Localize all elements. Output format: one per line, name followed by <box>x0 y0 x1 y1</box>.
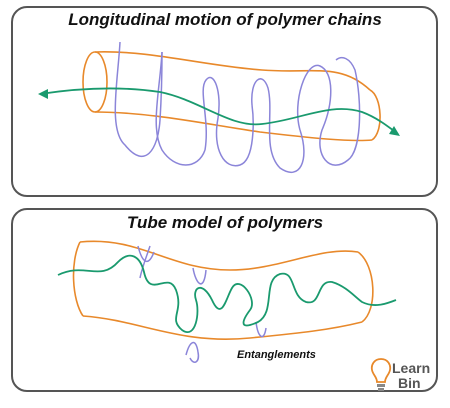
top-tube <box>82 51 381 142</box>
lightbulb-icon <box>370 358 392 391</box>
bottom-main-chain <box>57 254 397 333</box>
top-panel <box>11 6 438 197</box>
arrow-left-icon <box>38 89 48 99</box>
bottom-title: Tube model of polymers <box>126 213 324 232</box>
top-title: Longitudinal motion of polymer chains <box>68 10 382 29</box>
arrow-right-icon <box>389 126 400 136</box>
bottom-entangling-chains <box>137 245 267 363</box>
logo-line-2: Bin <box>398 375 421 391</box>
learnbin-logo: Learn Bin <box>370 355 440 395</box>
top-main-chain <box>38 87 400 136</box>
logo-line-1: Learn <box>392 360 431 376</box>
bottom-panel <box>11 208 438 392</box>
entanglements-label: Entanglements <box>237 349 316 361</box>
bottom-tube <box>72 240 374 340</box>
top-crossing-chains <box>114 41 361 174</box>
